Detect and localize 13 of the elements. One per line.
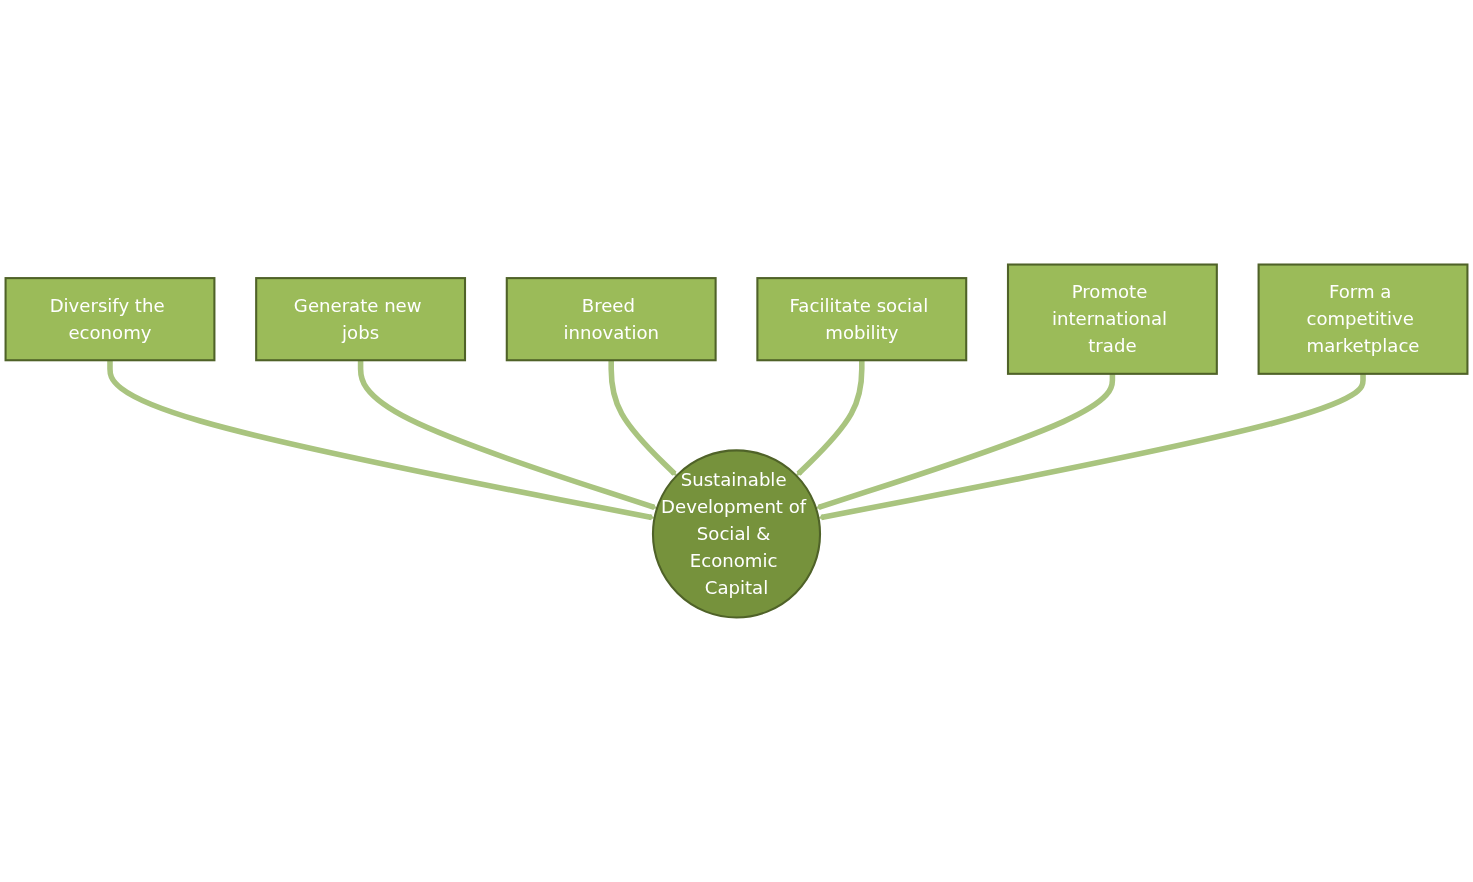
arrow [796,360,865,476]
node-circle: Sustainable Development of Social & Economic Capital [651,449,822,619]
arrow [608,360,677,476]
node-box: Breed innovation [505,277,717,362]
arrow [357,360,658,510]
arrow [107,360,655,521]
node-box: Diversify the economy [4,277,216,362]
node-box: Facilitate social mobility [756,277,968,362]
arrow [818,373,1366,521]
node-box: Form a competitive marketplace [1257,263,1469,375]
node-box: Promote international trade [1006,263,1218,375]
node-box: Generate new jobs [255,277,467,362]
arrow [815,373,1116,510]
